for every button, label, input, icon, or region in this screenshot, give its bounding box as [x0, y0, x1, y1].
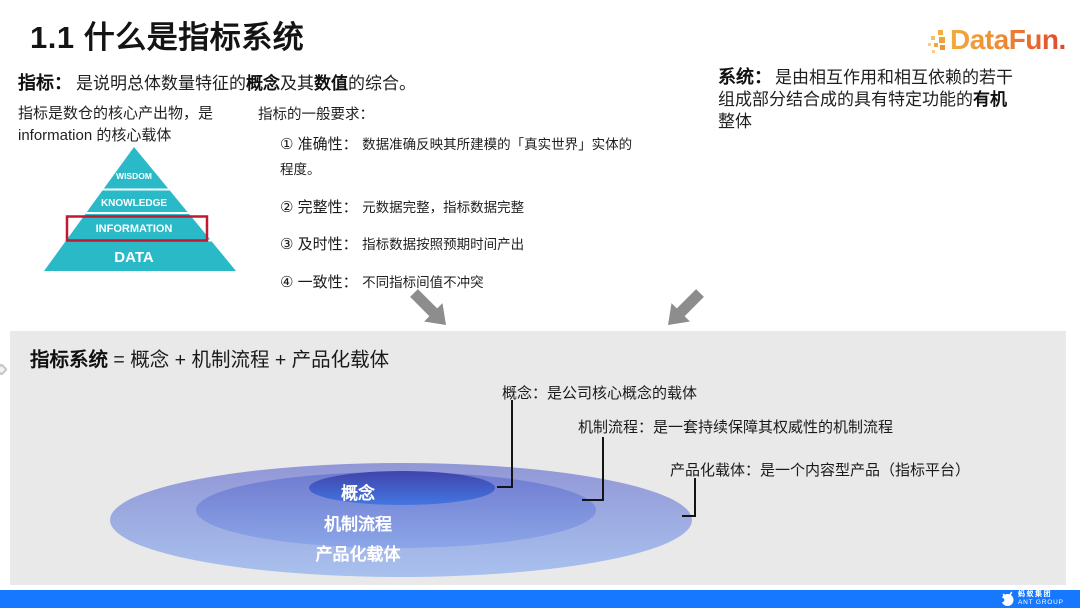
callout-mechanism-process: 机制流程：是一套持续保障其权威性的机制流程	[578, 419, 894, 436]
requirement-label: ④ 一致性：	[280, 274, 358, 292]
requirement-item-consistency: ④ 一致性： 不同指标间值不冲突	[280, 271, 636, 296]
pyramid-level-data: DATA	[114, 249, 154, 266]
requirement-label: ③ 及时性：	[280, 236, 358, 254]
callout-concept: 概念：是公司核心概念的载体	[502, 385, 698, 402]
ant-group-logo-icon	[1000, 591, 1014, 606]
metric-definition: 指标：是说明总体数量特征的概念及其数值的综合。	[18, 69, 416, 95]
ellipse-label-mechanism-process: 机制流程	[324, 515, 392, 534]
requirement-desc: 数据准确反映其所建模的「真实世界」实体的程度。	[280, 137, 633, 177]
metric-def-text3: 的综合。	[348, 74, 416, 93]
datafun-logo-text: DataFun.	[950, 24, 1066, 55]
footer-bar	[0, 590, 1080, 608]
formula-rest: = 概念 + 机制流程 + 产品化载体	[108, 349, 390, 371]
system-term: 系统：	[718, 67, 772, 87]
callout-product-carrier: 产品化载体：是一个内容型产品（指标平台）	[670, 462, 971, 479]
system-def-text2: 整体	[718, 112, 752, 131]
connector-line-mechanism-process	[582, 437, 604, 501]
dikw-pyramid-diagram: WISDOM KNOWLEDGE INFORMATION DATA	[44, 147, 236, 271]
requirement-label: ① 准确性：	[280, 136, 358, 153]
system-def-bold-organic: 有机	[973, 90, 1007, 109]
arrow-down-right-icon	[410, 289, 446, 325]
pyramid-level-information: INFORMATION	[96, 223, 173, 235]
connector-line-concept	[497, 400, 513, 488]
system-def-text: 是由相互作用和相互依赖的若干组成部分结合成的具有特定功能的	[718, 68, 1013, 109]
datafun-logo: DataFun.	[928, 24, 1066, 60]
requirement-desc: 指标数据按照预期时间产出	[362, 237, 525, 253]
formula-term: 指标系统	[30, 349, 109, 371]
arrow-down-left-icon	[668, 289, 704, 325]
metric-note-line2: information 的核心载体	[18, 127, 172, 144]
ant-group-logo-text: 蚂蚁集团 ANT GROUP	[1018, 591, 1064, 607]
requirements-heading: 指标的一般要求：	[258, 107, 374, 123]
information-highlight-box	[65, 215, 209, 242]
requirement-item-accuracy: ① 准确性： 数据准确反映其所建模的「真实世界」实体的程度。	[280, 133, 636, 183]
metric-note-line1: 指标是数仓的核心产出物，是	[18, 105, 214, 122]
metric-def-text: 是说明总体数量特征的	[76, 74, 246, 93]
ant-group-en: ANT GROUP	[1018, 599, 1064, 606]
ellipse-concept	[309, 471, 495, 505]
metric-system-formula: 指标系统 = 概念 + 机制流程 + 产品化载体	[30, 343, 389, 372]
requirement-item-completeness: ② 完整性： 元数据完整，指标数据完整	[280, 196, 636, 221]
metric-note: 指标是数仓的核心产出物，是 information 的核心载体	[18, 103, 213, 147]
requirement-item-timeliness: ③ 及时性： 指标数据按照预期时间产出	[280, 233, 636, 258]
page-title: 1.1 什么是指标系统	[30, 20, 305, 55]
ellipse-label-product-carrier: 产品化载体	[315, 545, 401, 564]
requirement-desc: 元数据完整，指标数据完整	[362, 199, 525, 215]
requirement-label: ② 完整性：	[280, 198, 358, 216]
metric-term: 指标：	[18, 73, 72, 93]
metric-def-text2: 及其	[280, 74, 314, 93]
ant-group-cn: 蚂蚁集团	[1018, 591, 1052, 598]
metric-def-bold-value: 数值	[314, 74, 348, 93]
system-definition: 系统：是由相互作用和相互依赖的若干组成部分结合成的具有特定功能的有机整体	[718, 66, 1020, 133]
requirements-list: 指标的一般要求： ① 准确性： 数据准确反映其所建模的「真实世界」实体的程度。 …	[258, 103, 632, 309]
pyramid-level-knowledge: KNOWLEDGE	[101, 198, 167, 209]
pyramid-level-wisdom: WISDOM	[116, 171, 152, 181]
ellipse-label-concept: 概念	[341, 484, 375, 503]
datafun-pixel-icon	[928, 30, 952, 58]
requirement-desc: 不同指标间值不冲突	[362, 275, 484, 291]
connector-line-product-carrier	[682, 478, 696, 517]
metric-def-bold-concept: 概念	[246, 74, 280, 93]
comment-anchor-icon	[0, 363, 8, 376]
